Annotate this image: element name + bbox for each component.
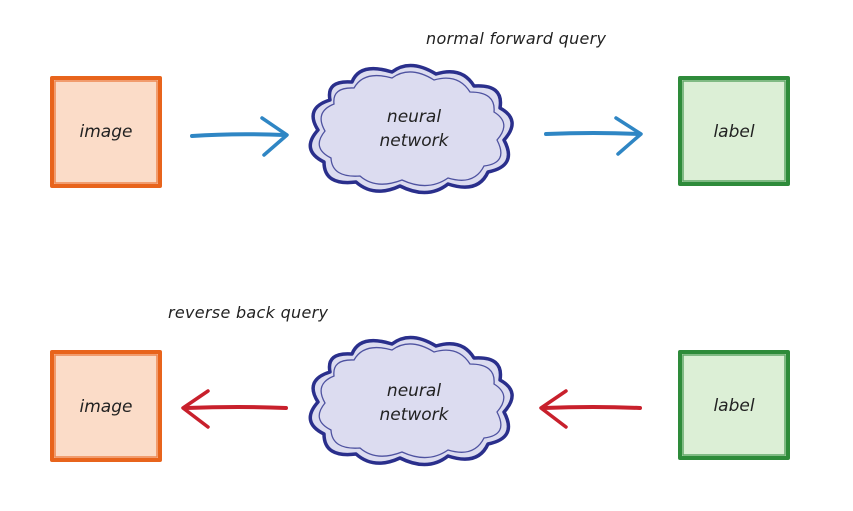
reverse-input-arrow	[539, 389, 642, 429]
forward-network-line2: network	[379, 131, 449, 151]
forward-label-box: label	[678, 76, 790, 186]
forward-neural-network-cloud: neural network	[308, 63, 514, 195]
reverse-query-caption: reverse back query	[168, 303, 329, 322]
reverse-neural-network-cloud: neural network	[308, 335, 514, 467]
reverse-label-text: label	[713, 396, 754, 416]
forward-output-arrow	[544, 116, 643, 156]
forward-input-arrow	[190, 116, 289, 157]
forward-label-text: label	[713, 122, 754, 142]
forward-query-caption: normal forward query	[426, 29, 607, 48]
reverse-network-line2: network	[379, 405, 449, 425]
reverse-image-label: image	[80, 397, 133, 417]
reverse-output-arrow	[181, 389, 288, 429]
reverse-network-line1: neural	[387, 381, 441, 401]
reverse-image-box: image	[50, 350, 162, 462]
reverse-label-box: label	[678, 350, 790, 460]
forward-image-box: image	[50, 76, 162, 188]
forward-image-label: image	[80, 122, 133, 142]
forward-network-line1: neural	[387, 107, 441, 127]
